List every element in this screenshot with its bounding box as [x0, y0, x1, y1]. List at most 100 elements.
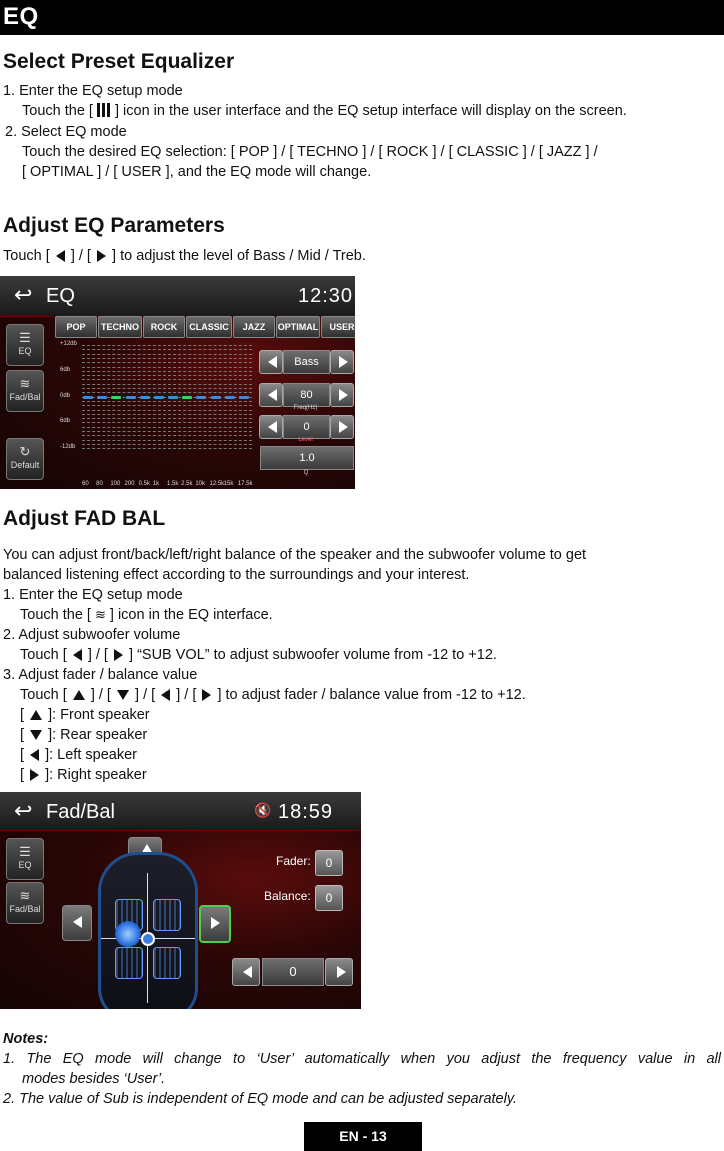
eq-icon — [96, 103, 111, 117]
eq-band-slider[interactable] — [125, 395, 136, 399]
back-icon[interactable]: ↩ — [14, 282, 33, 307]
preset-button-pop[interactable]: POP — [55, 316, 97, 338]
bracket: [ — [20, 767, 25, 783]
sub-vol-up-button[interactable] — [325, 958, 353, 986]
eq-band-slider[interactable] — [111, 395, 122, 399]
preset-button-classic[interactable]: CLASSIC — [186, 316, 232, 338]
page-number: EN - 13 — [304, 1122, 422, 1151]
eq-band-slider[interactable] — [182, 395, 193, 399]
eq-band-slider[interactable] — [168, 395, 178, 399]
eq-screen-title: EQ — [46, 285, 75, 307]
up-arrow-icon — [72, 690, 85, 701]
page-title-bar: EQ — [0, 0, 724, 35]
fadbal-step3-pre: Touch [ — [20, 687, 67, 703]
eq-freq-label: 1k — [152, 481, 160, 487]
eq-grid-line — [82, 435, 252, 437]
eq-band-slider[interactable] — [210, 395, 221, 399]
preset-button-techno[interactable]: TECHNO — [98, 316, 142, 338]
fadbal-step3-sep2: ] / [ — [135, 687, 156, 703]
fadbal-step2-mid: ] / [ — [87, 647, 108, 663]
fadbal-step2-pre: Touch [ — [20, 647, 67, 663]
rear-speaker-text: ]: Rear speaker — [48, 727, 148, 743]
fadbal-step2-post: ] “SUB VOL” to adjust subwoofer volume f… — [129, 647, 497, 663]
band-prev-button[interactable] — [259, 350, 283, 374]
step1-text: Touch the [ ] icon in the user interface… — [22, 101, 627, 121]
eq-grid-line — [82, 396, 252, 398]
rear-right-seat — [153, 947, 181, 979]
freq-prev-button[interactable] — [259, 383, 283, 407]
eq-band-slider[interactable] — [139, 395, 150, 399]
sub-vol-down-button[interactable] — [232, 958, 260, 986]
eq-db-label: -12db — [60, 444, 76, 451]
step2-title: 2. Select EQ mode — [5, 124, 127, 140]
eq-grid-line — [82, 422, 252, 424]
eq-grid-line — [82, 405, 252, 407]
eq-freq-label: 10k — [195, 481, 206, 487]
eq-icon: ☰ — [19, 844, 31, 859]
right-arrow-icon — [114, 649, 123, 662]
left-arrow-icon — [55, 250, 65, 263]
fadbal-step1-pre: Touch the [ — [20, 607, 91, 623]
eq-band-slider[interactable] — [196, 395, 207, 399]
eq-side-button[interactable]: ☰ EQ — [6, 324, 44, 366]
level-next-button[interactable] — [330, 415, 354, 439]
fadbal-side-button[interactable]: ≋ Fad/Bal — [6, 370, 44, 412]
eq-grid-line — [82, 388, 252, 389]
level-prev-button[interactable] — [259, 415, 283, 439]
fadbal-side-button[interactable]: ≋ Fad/Bal — [6, 882, 44, 924]
heading-adjust-fadbal: Adjust FAD BAL — [3, 507, 166, 530]
left-speaker-line: [ ]: Left speaker — [20, 745, 137, 765]
q-value[interactable]: 1.0 — [260, 446, 354, 470]
eq-band-slider[interactable] — [238, 395, 249, 399]
eq-db-label: 0db — [60, 392, 71, 399]
band-next-button[interactable] — [330, 350, 354, 374]
eq-grid-line — [82, 353, 252, 355]
eq-side-button[interactable]: ☰ EQ — [6, 838, 44, 880]
fadbal-clock: 18:59 — [278, 801, 334, 823]
eq-band-slider[interactable] — [97, 395, 108, 399]
fadbal-screen-header: ↩ Fad/Bal 🔇 18:59 — [0, 792, 361, 831]
balance-left-button[interactable] — [62, 905, 92, 941]
eq-freq-label: 200 — [124, 481, 135, 487]
fader-value: 0 — [315, 850, 343, 876]
left-speaker-text: ]: Left speaker — [45, 747, 137, 763]
eq-grid-line — [82, 448, 252, 450]
fadbal-step2-text: Touch [ ] / [ ] “SUB VOL” to adjust subw… — [20, 645, 497, 665]
fadbal-step1-title: 1. Enter the EQ setup mode — [3, 587, 183, 603]
back-icon[interactable]: ↩ — [14, 798, 33, 823]
preset-button-optimal[interactable]: OPTIMAL — [276, 316, 320, 338]
fadbal-step3-sep3: ] / [ — [176, 687, 197, 703]
freq-next-button[interactable] — [330, 383, 354, 407]
front-speaker-line: [ ]: Front speaker — [20, 705, 150, 725]
rear-left-seat — [115, 947, 143, 979]
preset-button-rock[interactable]: ROCK — [143, 316, 185, 338]
default-side-label: Default — [10, 460, 40, 470]
eq-band-slider[interactable] — [153, 395, 164, 399]
eq-band-slider[interactable] — [83, 395, 93, 399]
note1-line1: 1. The EQ mode will change to ‘User’ aut… — [3, 1051, 721, 1067]
eq-grid-line — [82, 375, 252, 377]
eq-grid-line — [82, 426, 252, 428]
eq-band-slider[interactable] — [224, 395, 235, 399]
eq-freq-label: 0.5k — [138, 481, 150, 487]
balance-right-button[interactable] — [199, 905, 231, 943]
mute-icon[interactable]: 🔇 — [254, 802, 272, 818]
fadbal-intro2: balanced listening effect according to t… — [3, 567, 470, 583]
eq-grid-line — [82, 362, 252, 364]
right-speaker-line: [ ]: Right speaker — [20, 765, 147, 785]
default-side-button[interactable]: ↻ Default — [6, 438, 44, 480]
preset-button-user[interactable]: USER — [321, 316, 355, 338]
eq-freq-label: 80 — [96, 481, 103, 487]
fadbal-screen: ↩ Fad/Bal 🔇 18:59 ☰ EQ ≋ Fad/Bal Fader: … — [0, 792, 361, 1009]
eq-freq-label: 100 — [110, 481, 121, 487]
eq-grid-line — [82, 413, 252, 415]
step1-text-post: ] icon in the user interface and the EQ … — [115, 103, 627, 119]
preset-button-jazz[interactable]: JAZZ — [233, 316, 275, 338]
eq-grid-line — [82, 409, 252, 411]
eq-freq-label: 2.5k — [181, 481, 193, 487]
bracket: [ — [20, 707, 25, 723]
adjust-eq-post: ] to adjust the level of Bass / Mid / Tr… — [112, 248, 366, 264]
fadbal-side-label: Fad/Bal — [9, 904, 41, 914]
eq-side-label: EQ — [18, 860, 32, 870]
balance-point[interactable] — [141, 932, 155, 946]
